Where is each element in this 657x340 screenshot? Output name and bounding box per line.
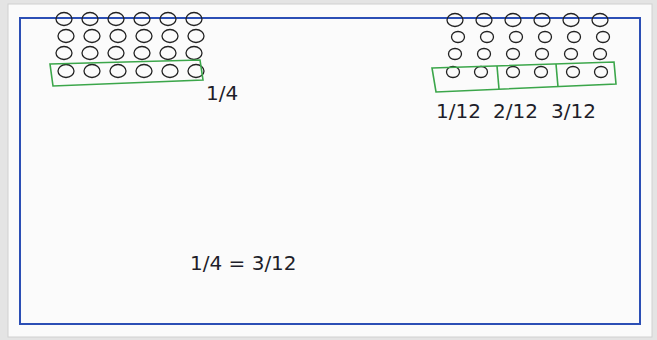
counter-circle bbox=[475, 67, 488, 78]
group-divider bbox=[556, 64, 558, 87]
counter-circle bbox=[449, 49, 462, 60]
counter-circle bbox=[481, 32, 494, 43]
counter-circle bbox=[84, 65, 100, 78]
group-divider bbox=[497, 66, 499, 89]
counter-circle bbox=[597, 32, 610, 43]
card-border bbox=[20, 18, 640, 324]
counter-circle bbox=[595, 67, 608, 78]
counter-circle bbox=[84, 30, 100, 43]
equation: 1/4 = 3/12 bbox=[190, 252, 297, 274]
counter-circle bbox=[568, 32, 581, 43]
counter-circle bbox=[160, 47, 176, 60]
counter-circle bbox=[56, 13, 72, 26]
counter-circle bbox=[162, 30, 178, 43]
counter-circle bbox=[82, 47, 98, 60]
group-loop bbox=[432, 62, 616, 92]
counter-circle bbox=[534, 14, 550, 27]
counter-circle bbox=[134, 47, 150, 60]
counter-circle bbox=[478, 49, 491, 60]
counters bbox=[56, 13, 610, 78]
counter-circle bbox=[447, 14, 463, 27]
counter-circle bbox=[507, 67, 520, 78]
counter-circle bbox=[58, 30, 74, 43]
counter-circle bbox=[539, 32, 552, 43]
counter-circle bbox=[108, 47, 124, 60]
counter-circle bbox=[108, 13, 124, 26]
counter-circle bbox=[536, 49, 549, 60]
counter-circle bbox=[136, 65, 152, 78]
fraction-label: 1/12 bbox=[436, 100, 481, 122]
counter-circle bbox=[510, 32, 523, 43]
counter-circle bbox=[160, 13, 176, 26]
counter-circle bbox=[56, 47, 72, 60]
fraction-label: 2/12 bbox=[493, 100, 538, 122]
counter-circle bbox=[592, 14, 608, 27]
counter-circle bbox=[507, 49, 520, 60]
counter-circle bbox=[188, 30, 204, 43]
counter-circle bbox=[134, 13, 150, 26]
fraction-label: 1/4 bbox=[206, 82, 238, 104]
counter-circle bbox=[476, 14, 492, 27]
counter-circle bbox=[162, 65, 178, 78]
counter-circle bbox=[110, 65, 126, 78]
counter-circle bbox=[452, 32, 465, 43]
group-loop bbox=[50, 60, 203, 86]
counter-circle bbox=[186, 13, 202, 26]
counter-circle bbox=[567, 67, 580, 78]
counter-circle bbox=[110, 30, 126, 43]
counter-circle bbox=[58, 65, 74, 78]
counter-circle bbox=[535, 67, 548, 78]
counter-circle bbox=[82, 13, 98, 26]
counter-circle bbox=[505, 14, 521, 27]
counter-circle bbox=[594, 49, 607, 60]
counter-circle bbox=[563, 14, 579, 27]
card bbox=[8, 4, 652, 337]
counter-circle bbox=[136, 30, 152, 43]
counter-circle bbox=[186, 47, 202, 60]
fraction-label: 3/12 bbox=[551, 100, 596, 122]
counter-circle bbox=[565, 49, 578, 60]
